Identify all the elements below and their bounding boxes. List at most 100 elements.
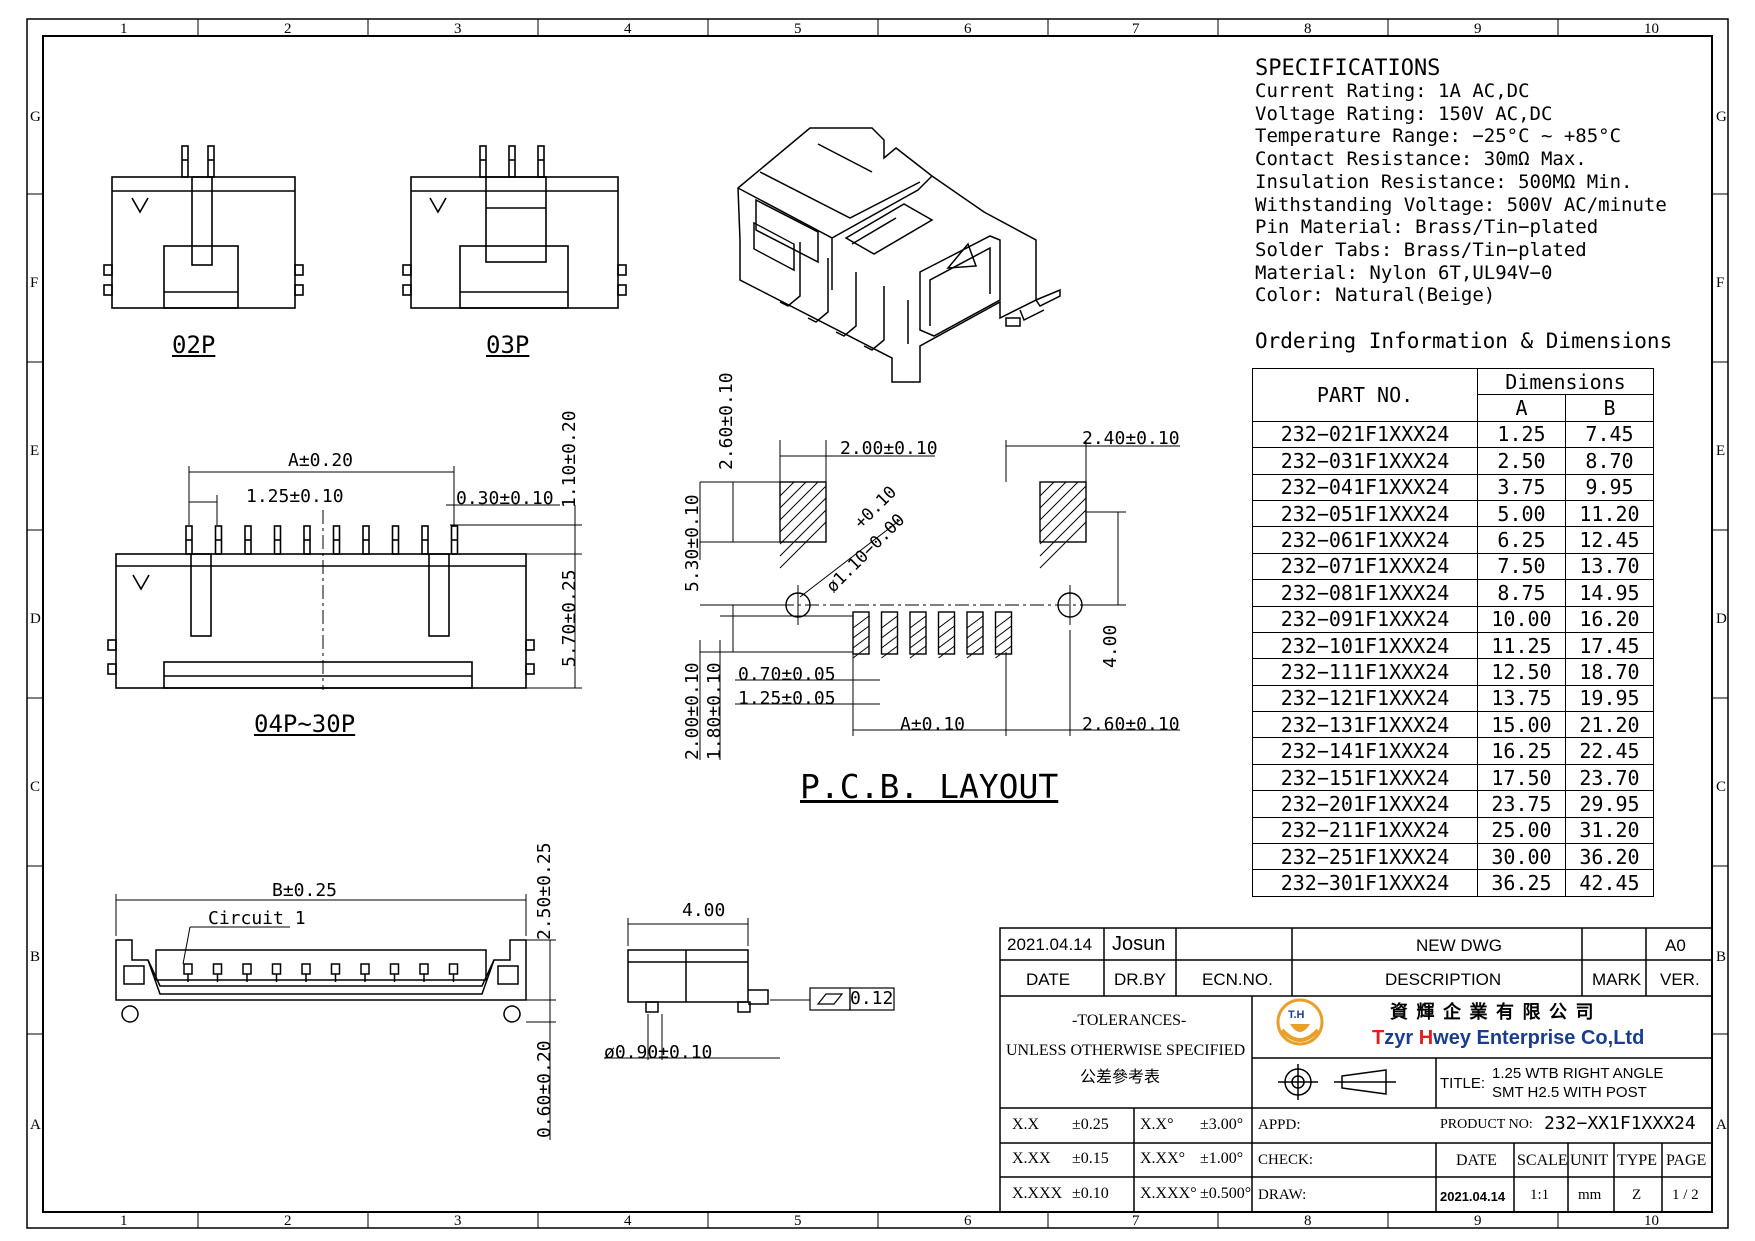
tol-xx-val: ±0.15	[1072, 1150, 1109, 1167]
company-name-cn: 資 輝 企 業 有 限 公 司	[1390, 1002, 1596, 1022]
flatness-012: 0.12	[850, 988, 894, 1009]
dim-b-cell: 16.20	[1565, 605, 1654, 633]
tb-date-value: 2021.04.14	[1007, 935, 1093, 954]
tb-title-line1: 1.25 WTB RIGHT ANGLE	[1492, 1065, 1664, 1082]
view-03p	[402, 145, 627, 309]
dim-b-cell: 31.20	[1565, 816, 1654, 845]
dim-b-cell: 23.70	[1565, 763, 1654, 792]
tb-date2: 2021.04.14	[1440, 1189, 1506, 1204]
dim-pcb-125: 1.25±0.05	[738, 688, 836, 709]
tb-tolerances-cn: 公差參考表	[1080, 1069, 1161, 1086]
grid-col-2-top: 2	[284, 21, 292, 37]
grid-row-B-right: B	[1716, 949, 1727, 965]
dim-250: 2.50±0.25	[534, 842, 555, 940]
dim-a-cell: 13.75	[1477, 684, 1566, 713]
grid-col-4-top: 4	[624, 21, 632, 37]
header-b: B	[1565, 394, 1654, 422]
grid-col-3-top: 3	[454, 21, 462, 37]
grid-row-A-right: A	[1716, 1117, 1727, 1133]
tb-drawn-by: Josun	[1112, 933, 1166, 955]
tb-title-line2: SMT H2.5 WITH POST	[1492, 1084, 1647, 1101]
tb-tolerances-sub: UNLESS OTHERWISE SPECIFIED	[1006, 1042, 1246, 1059]
label-04p-30p: 04P~30P	[254, 710, 356, 738]
grid-col-4-bottom: 4	[624, 1213, 632, 1229]
dim-a-cell: 1.25	[1477, 420, 1566, 449]
spec-line: Pin Material: Brass/Tin−plated	[1255, 216, 1599, 239]
ordering-title: Ordering Information & Dimensions	[1255, 329, 1673, 353]
tb-h-type: TYPE	[1617, 1152, 1657, 1169]
label-03p: 03P	[486, 331, 530, 359]
projection-symbol-icon	[1278, 1064, 1396, 1100]
grid-row-A-left: A	[30, 1117, 41, 1133]
company-name-en: Tzyr Hwey Enterprise Co,Ltd	[1372, 1028, 1644, 1048]
tb-h-unit: UNIT	[1570, 1152, 1609, 1169]
spec-line: Contact Resistance: 30mΩ Max.	[1255, 148, 1587, 171]
tb-h-ver: VER.	[1660, 970, 1700, 989]
dim-pcb-070: 0.70±0.05	[738, 664, 836, 685]
tb-appd: APPD:	[1258, 1117, 1301, 1133]
part-no-cell: 232−301F1XXX24	[1252, 869, 1478, 897]
dim-a-cell: 7.50	[1477, 552, 1566, 581]
tol-ax-val: ±3.00°	[1200, 1116, 1244, 1133]
spec-line: Current Rating: 1A AC,DC	[1255, 80, 1530, 102]
dim-570: 5.70±0.25	[559, 569, 580, 667]
grid-row-F-left: F	[30, 275, 39, 291]
tb-check: CHECK:	[1258, 1152, 1314, 1168]
tol-xxx: X.XXX	[1012, 1185, 1063, 1202]
dim-a-cell: 17.50	[1477, 763, 1566, 792]
dim-b-cell: 7.45	[1565, 420, 1654, 449]
tol-xxx-val: ±0.10	[1072, 1185, 1109, 1202]
dim-a-cell: 3.75	[1477, 473, 1566, 501]
dim-060: 0.60±0.20	[534, 1040, 555, 1138]
grid-row-B-left: B	[30, 949, 41, 965]
dim-b-cell: 13.70	[1565, 552, 1654, 581]
dim-b-cell: 18.70	[1565, 658, 1654, 686]
dim-b-cell: 42.45	[1565, 869, 1654, 897]
part-no-cell: 232−031F1XXX24	[1252, 447, 1478, 475]
tb-h-date2: DATE	[1456, 1152, 1497, 1169]
grid-col-9-top: 9	[1474, 21, 1482, 37]
dim-b-cell: 22.45	[1565, 737, 1654, 765]
tol-xx: X.XX	[1012, 1150, 1051, 1167]
view-bottom-front	[115, 894, 556, 1140]
dim-b-cell: 19.95	[1565, 684, 1654, 713]
dim-a-cell: 5.00	[1477, 499, 1566, 528]
dim-b-cell: 14.95	[1565, 579, 1654, 607]
part-no-cell: 232−111F1XXX24	[1252, 658, 1478, 686]
part-no-cell: 232−251F1XXX24	[1252, 843, 1478, 871]
part-no-cell: 232−021F1XXX24	[1252, 420, 1478, 449]
grid-row-C-right: C	[1716, 779, 1727, 795]
tb-description-value: NEW DWG	[1416, 936, 1502, 955]
grid-col-10-bottom: 10	[1644, 1213, 1659, 1229]
dim-pcb-200v: 2.00±0.10	[682, 662, 703, 760]
spec-line: Withstanding Voltage: 500V AC/minute	[1255, 193, 1667, 216]
grid-row-E-left: E	[30, 443, 40, 459]
grid-col-6-bottom: 6	[964, 1213, 972, 1229]
part-no-cell: 232−051F1XXX24	[1252, 499, 1478, 528]
company-logo	[1276, 998, 1324, 1046]
grid-col-5-top: 5	[794, 21, 802, 37]
grid-col-8-bottom: 8	[1304, 1213, 1312, 1229]
dim-b-cell: 12.45	[1565, 526, 1654, 554]
title-block-lines	[999, 927, 1713, 1213]
grid-col-3-bottom: 3	[454, 1213, 462, 1229]
dim-a-cell: 12.50	[1477, 658, 1566, 686]
dim-a-cell: 10.00	[1477, 605, 1566, 633]
dim-b-cell: 9.95	[1565, 473, 1654, 501]
header-a: A	[1477, 394, 1566, 422]
dim-a-cell: 25.00	[1477, 816, 1566, 845]
dim-a-cell: 8.75	[1477, 579, 1566, 607]
tol-axxx: X.XXX°	[1140, 1185, 1197, 1202]
tb-version-value: A0	[1665, 936, 1686, 955]
dim-a-cell: 23.75	[1477, 790, 1566, 818]
tol-ax: X.X°	[1140, 1116, 1174, 1133]
